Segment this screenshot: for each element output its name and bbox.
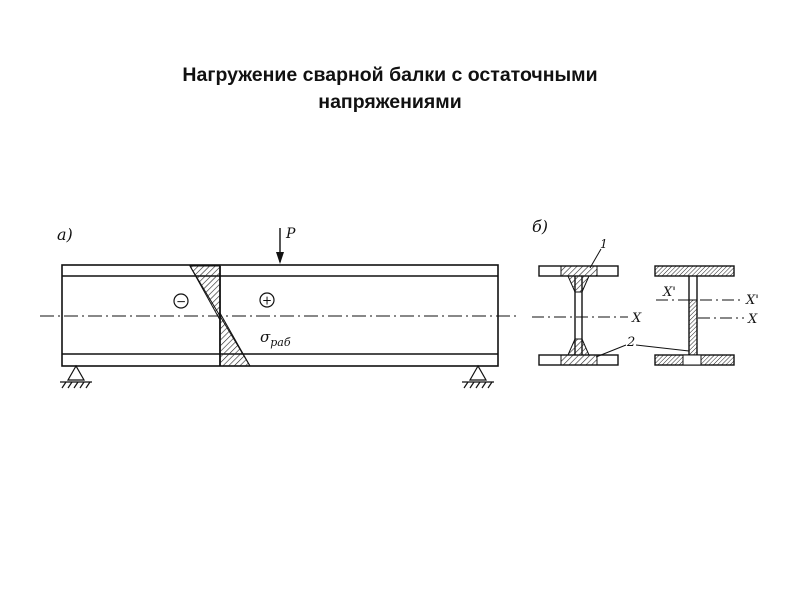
axis-x-label-right: X [747,312,758,327]
label-a: а) [57,225,73,244]
i-section-effective [654,265,735,366]
beam-outline [61,264,499,367]
stress-diagonal [189,265,251,367]
axis-x-label-left: X [631,311,642,326]
sign-positive: + [259,292,275,308]
load-arrow [276,228,284,264]
axis-x-prime-label-left: X' [662,285,676,300]
support-left [60,364,92,389]
i-section-welded [538,265,619,366]
slide-title-line-1: Нагружение сварной балки с остаточными [182,64,598,86]
callout-1: 1 [600,237,608,251]
slide-title-line-2: напряжениями [318,91,462,113]
callout-1-leader [589,248,602,269]
callout-2: 2 [626,335,635,350]
label-b: б) [532,217,548,236]
diagram-b: б) X 1 X' X' X [532,217,759,366]
support-right [462,364,494,389]
stress-label: σраб [260,328,291,349]
svg-text:−: − [176,295,186,309]
sign-negative: − [173,293,189,309]
diagram-a: а) − + σраб P [40,225,516,389]
callout-2-leader-right [635,344,690,352]
axis-x-prime-label-right: X' [745,293,759,308]
svg-text:+: + [262,294,272,308]
load-label: P [285,226,296,242]
slide-title: Нагружение сварной балки с остаточными н… [0,62,780,116]
callout-2-leader-left [595,344,627,358]
